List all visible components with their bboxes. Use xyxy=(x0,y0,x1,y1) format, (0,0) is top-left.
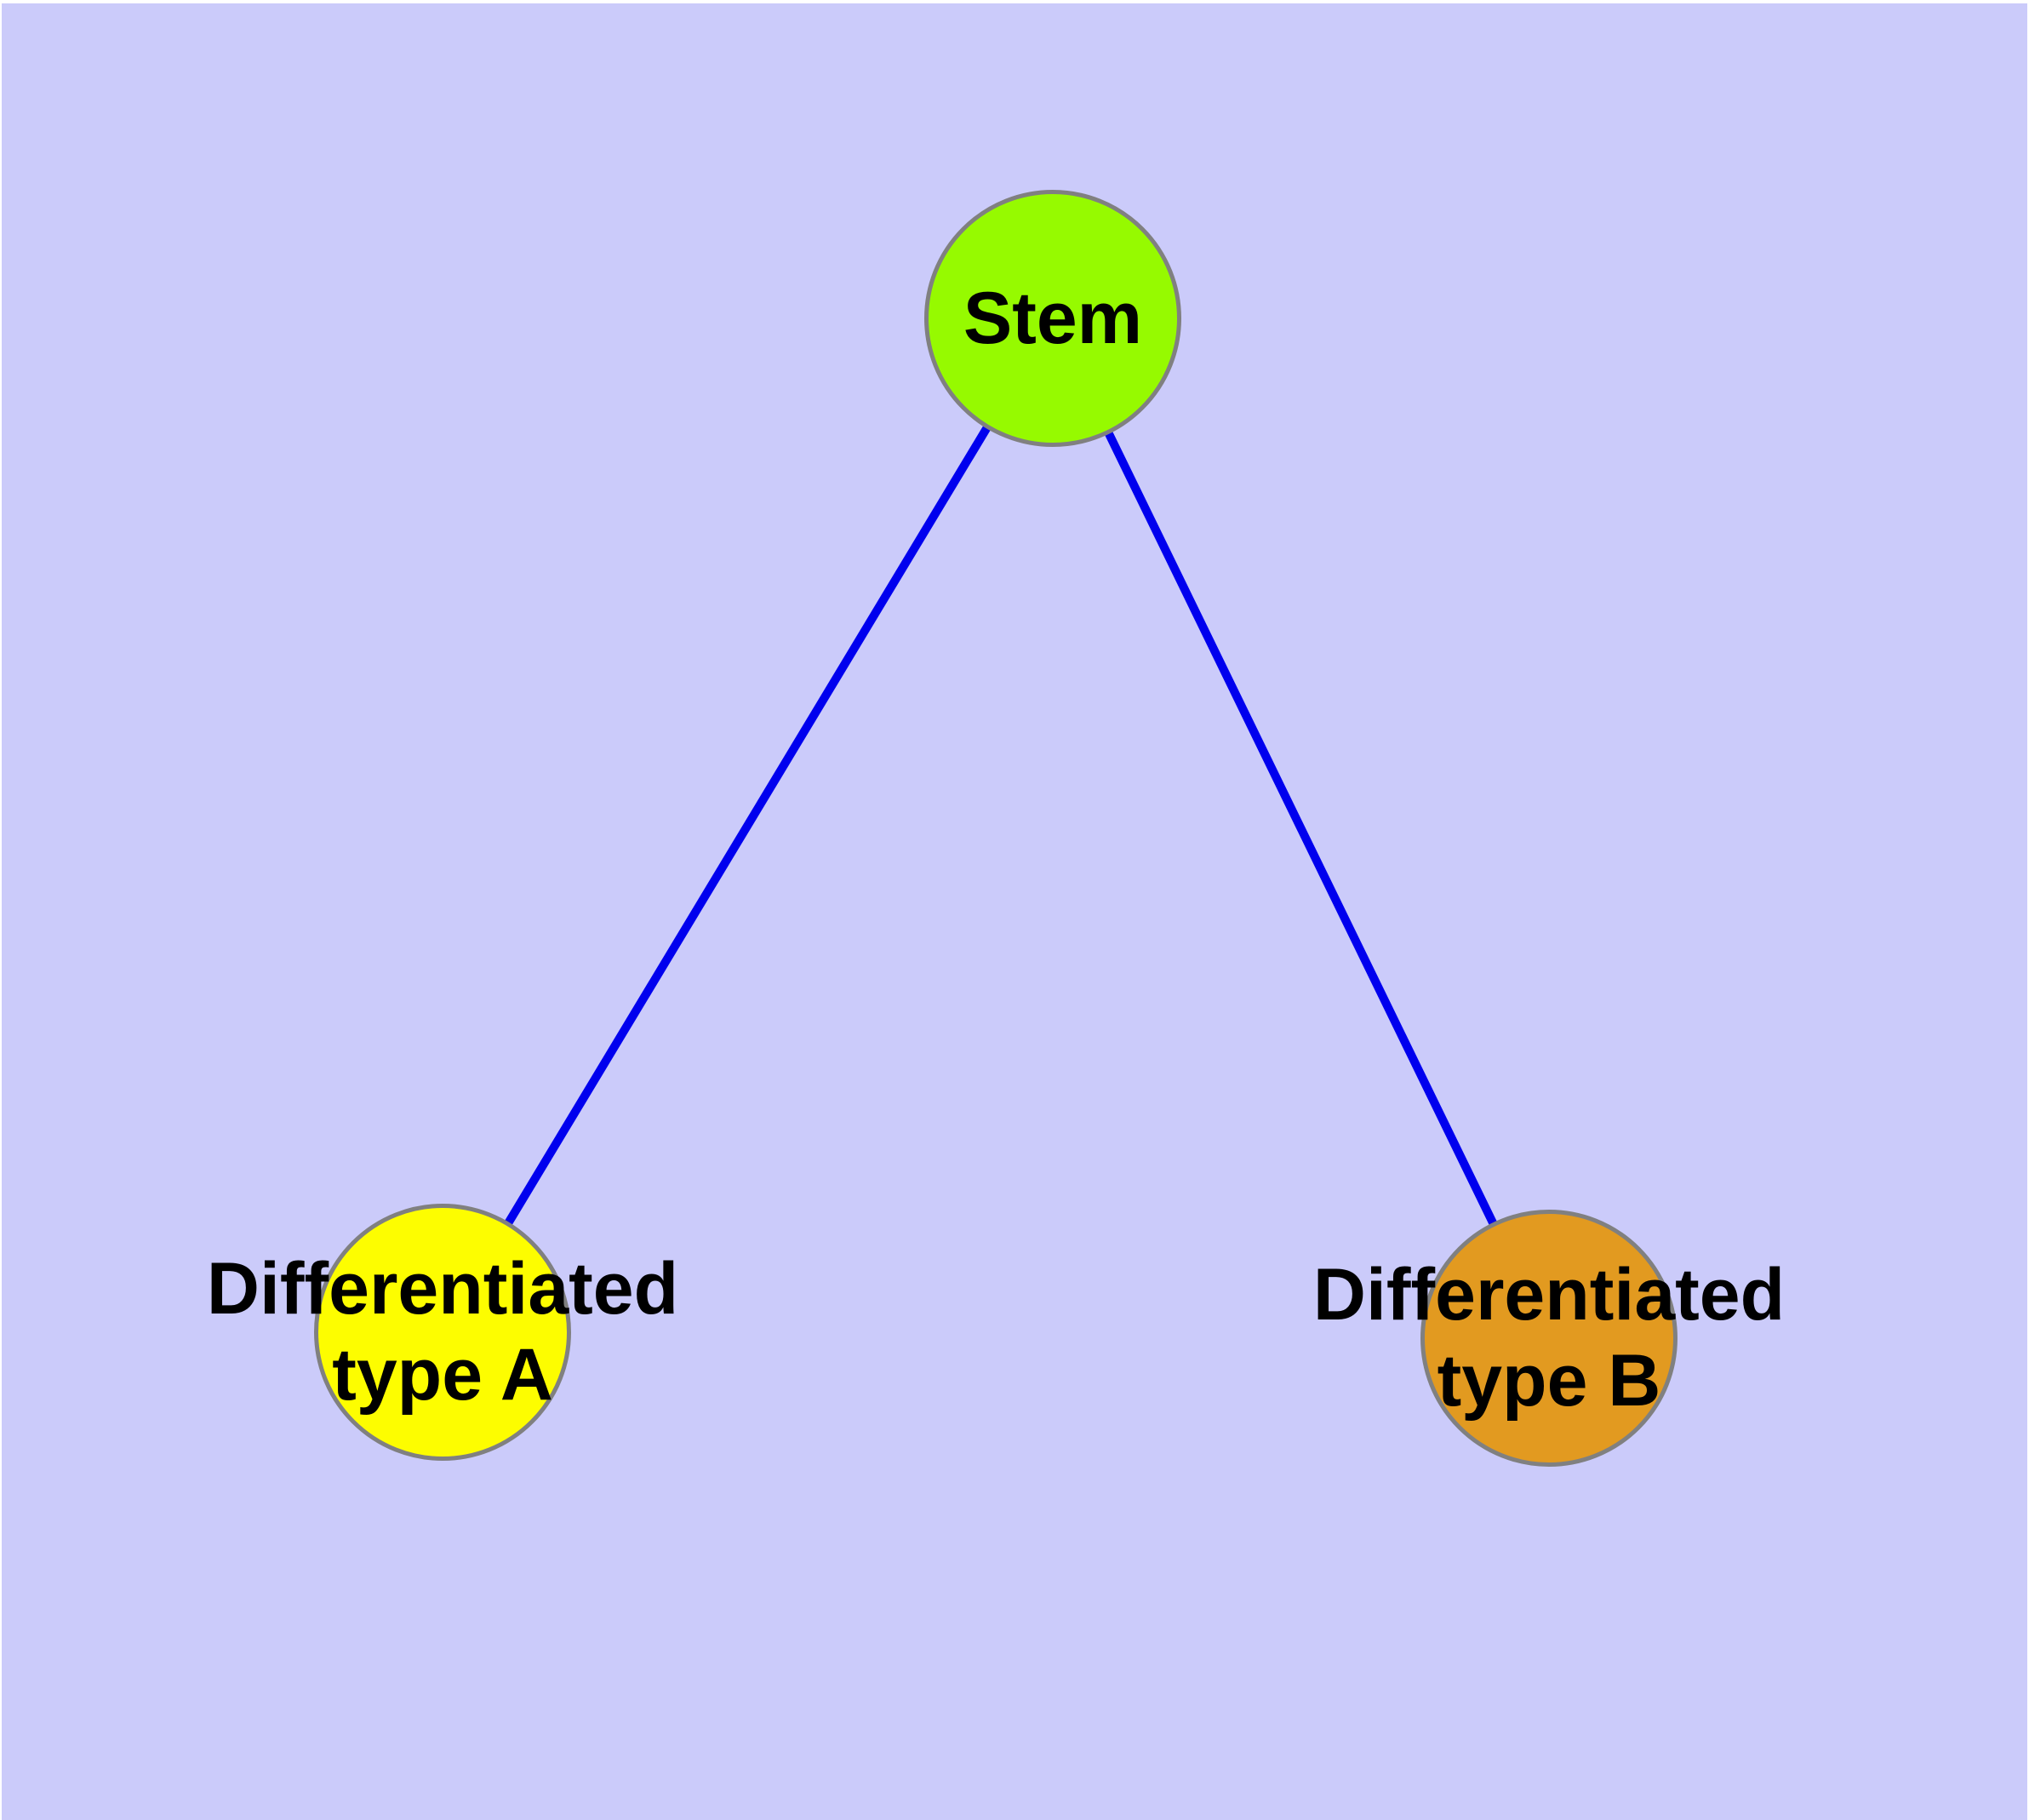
node-stem-label: Stem xyxy=(963,277,1143,359)
node-differentiated-type-b: Differentiated type B xyxy=(1313,1210,1785,1467)
node-stem: Stem xyxy=(924,190,1181,447)
edge-stem-to-type-b xyxy=(1049,316,1553,1341)
edge-stem-to-type-a xyxy=(438,316,1057,1335)
node-differentiated-type-a: Differentiated type A xyxy=(207,1204,678,1461)
node-differentiated-type-b-label: Differentiated type B xyxy=(1312,1254,1786,1422)
node-differentiated-type-a-label: Differentiated type A xyxy=(206,1248,679,1416)
